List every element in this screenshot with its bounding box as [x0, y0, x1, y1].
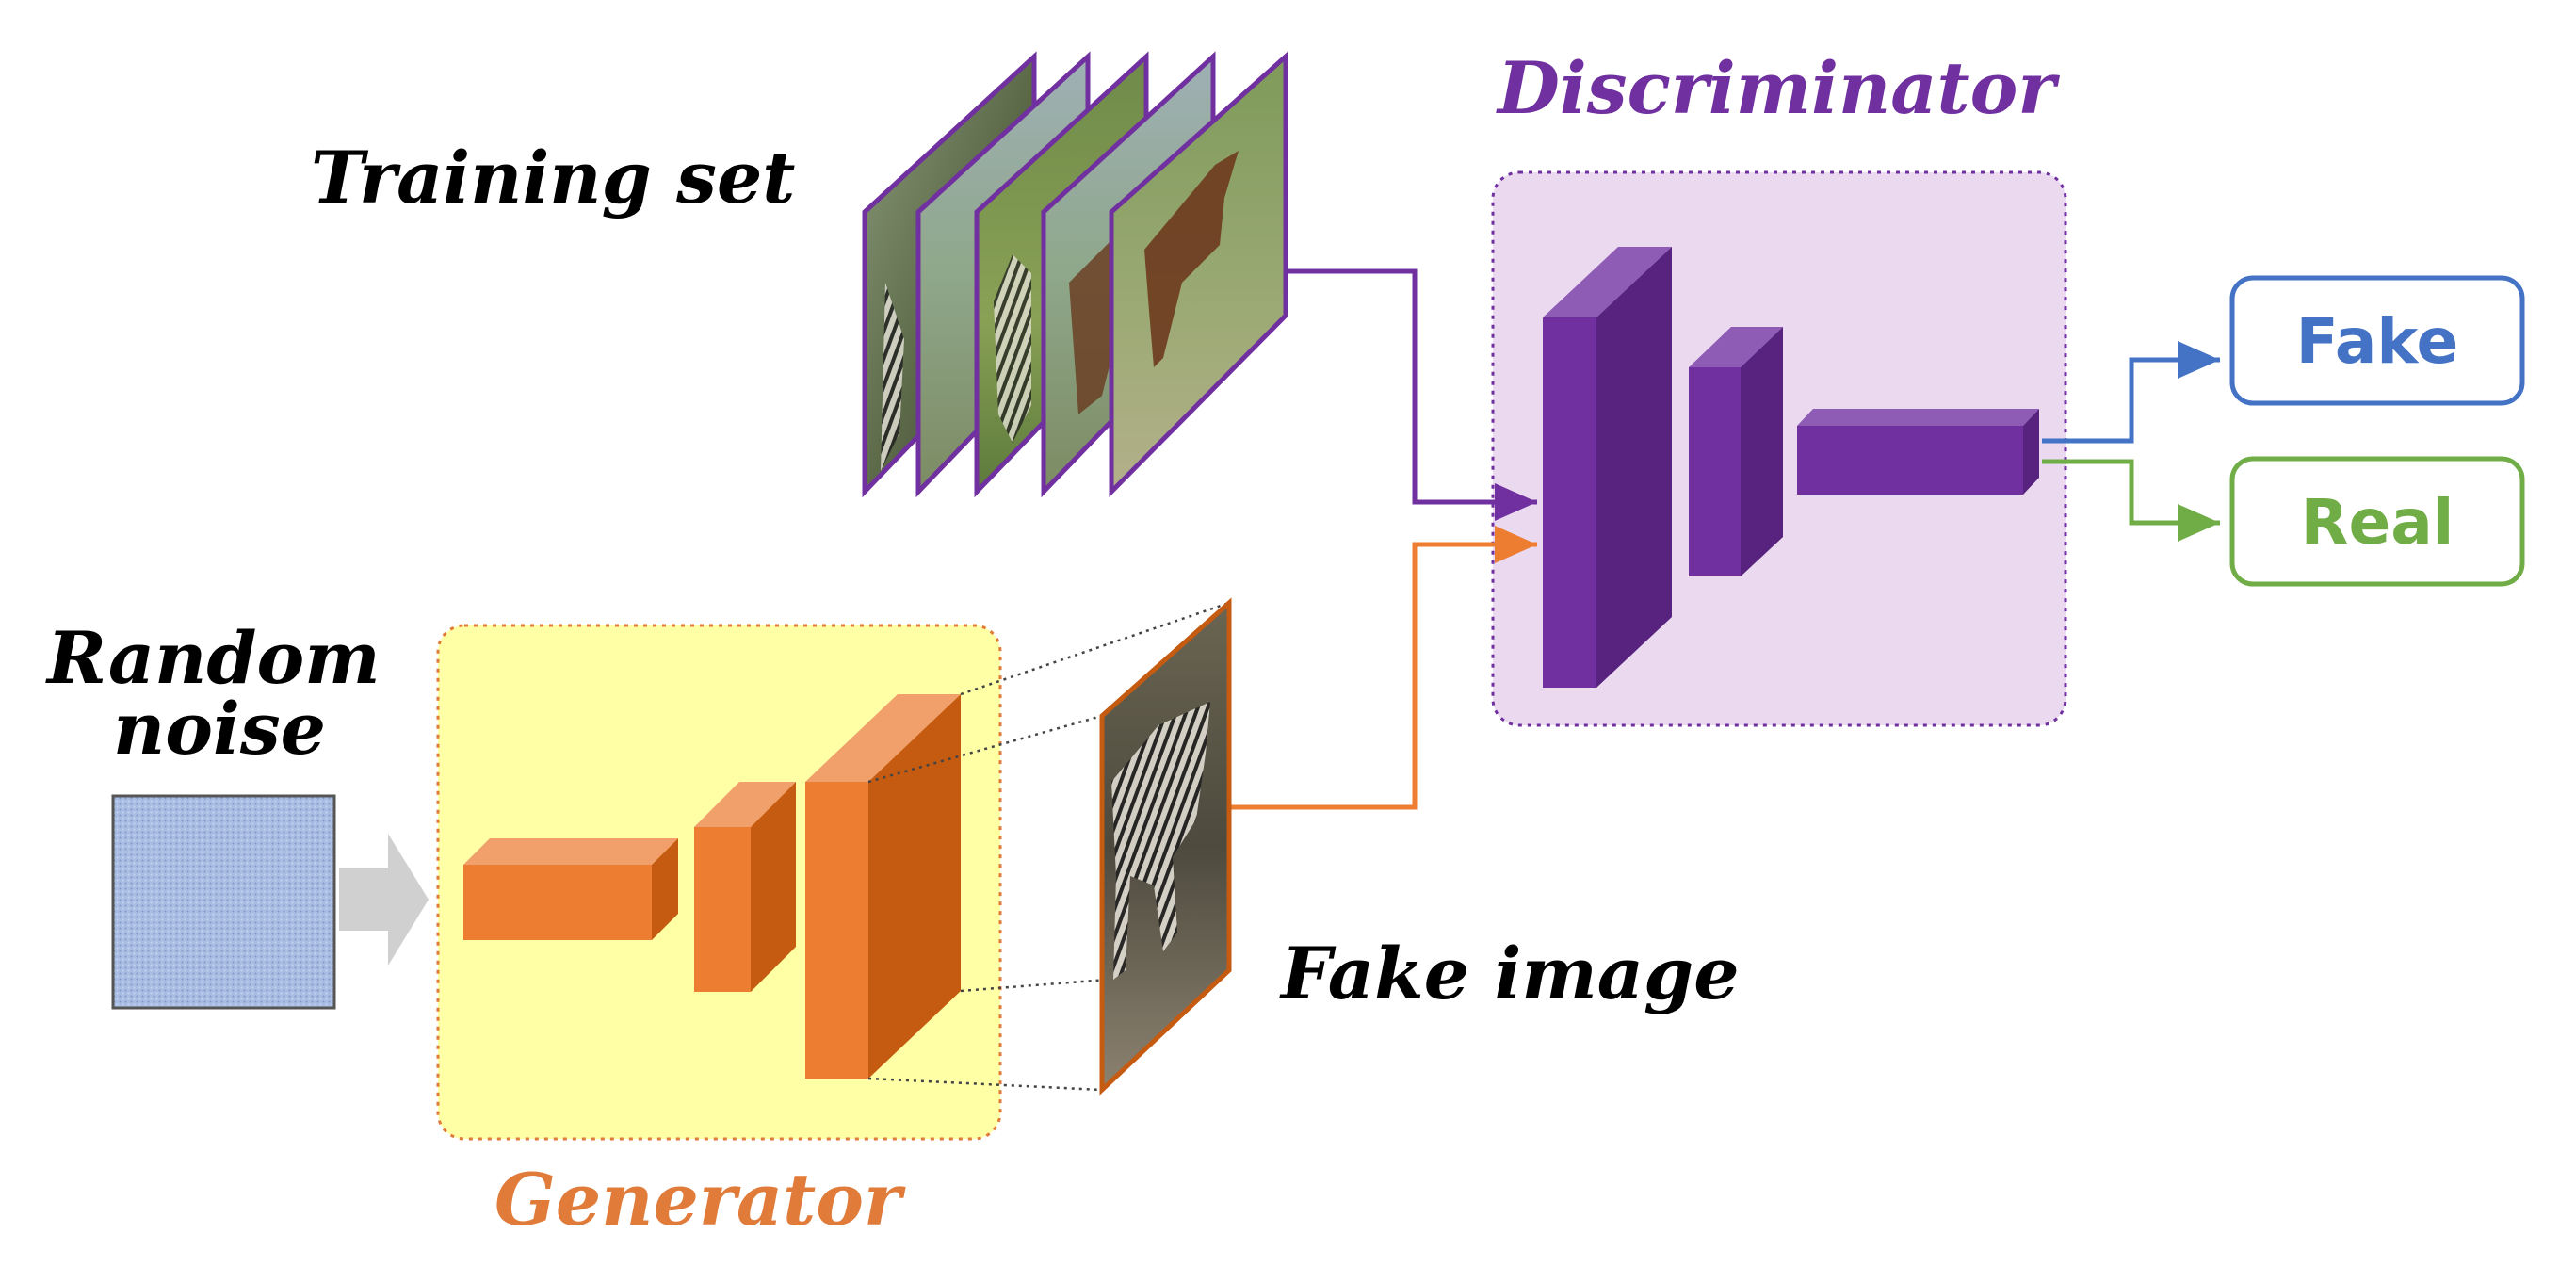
discriminator-layer-1: [1543, 247, 1672, 688]
generator-layer-1: [463, 838, 678, 940]
real-output-box: [2229, 456, 2525, 587]
training-set-label: Training set: [311, 136, 795, 219]
photo-icon: [1099, 597, 1232, 1096]
noise-square-icon: [111, 794, 336, 1010]
discriminator-label: Discriminator: [1496, 46, 2060, 130]
to-fake-arrow: [2042, 341, 2220, 444]
real-output-label: Real: [2301, 486, 2454, 559]
noise-to-generator-arrow: [339, 834, 429, 966]
fake-output-label: Fake: [2296, 305, 2459, 378]
generator-layer-3: [805, 694, 961, 1079]
random-noise-label-line1: Random: [45, 616, 381, 700]
random-noise-label-line2: noise: [113, 687, 326, 771]
photo-stack-icon: [862, 51, 1288, 498]
fake-image-label: Fake image: [1279, 932, 1740, 1015]
fake-output-box: [2229, 275, 2525, 406]
training-to-discriminator-arrow: [1288, 268, 1537, 521]
generator-label: Generator: [494, 1158, 906, 1242]
discriminator-layer-3: [1797, 409, 2039, 495]
to-real-arrow: [2042, 459, 2220, 542]
projection-lines: [867, 601, 1230, 1092]
discriminator-layer-2: [1689, 327, 1783, 576]
fake-to-discriminator-arrow: [1229, 526, 1537, 810]
generator-layer-2: [694, 782, 796, 992]
